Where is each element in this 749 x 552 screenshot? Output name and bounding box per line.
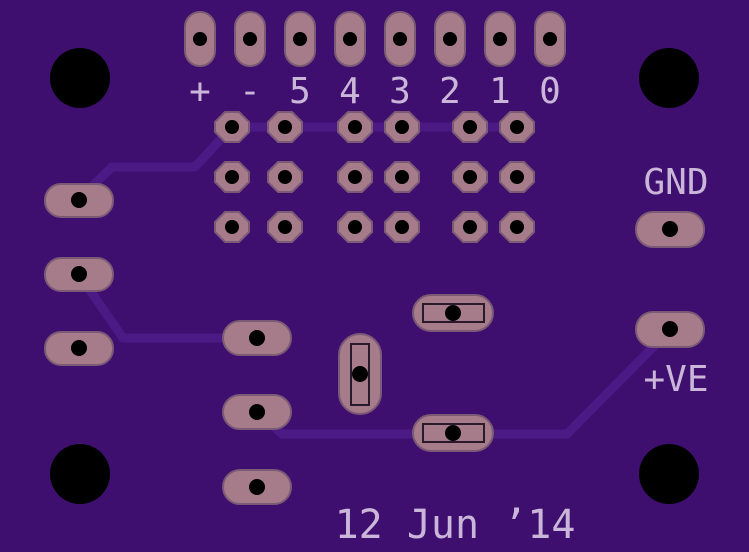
left-connector [44, 183, 114, 366]
via-pad [337, 211, 373, 243]
vertical-component-pad [338, 333, 382, 415]
via-pad [384, 111, 420, 143]
via-pad [337, 161, 373, 193]
header-label-3: 3 [389, 71, 411, 112]
mounting-holes [50, 48, 699, 504]
via-pad [452, 211, 488, 243]
via-pad [337, 111, 373, 143]
connector-pad [44, 331, 114, 366]
gnd-label: GND [643, 162, 708, 203]
via-pad [452, 161, 488, 193]
header-pads [184, 11, 566, 67]
power-connector [635, 211, 705, 348]
header-pad [334, 11, 366, 67]
via-pad [267, 211, 303, 243]
via-pad [214, 111, 250, 143]
header-label-1: 1 [489, 71, 511, 112]
via-pad [499, 111, 535, 143]
header-pad [234, 11, 266, 67]
via-pad [214, 211, 250, 243]
connector-pad [44, 257, 114, 292]
header-pad [534, 11, 566, 67]
header-pad [184, 11, 216, 67]
header-pad [284, 11, 316, 67]
connector-pad [222, 469, 292, 505]
mounting-hole [50, 444, 110, 504]
header-label-2: 2 [439, 71, 461, 112]
via-grid [214, 111, 535, 243]
date-label: 12 Jun ’14 [335, 502, 576, 548]
middle-connector [222, 320, 292, 505]
header-labels: + - 5 4 3 2 1 0 [189, 71, 561, 112]
connector-pad [44, 183, 114, 218]
horizontal-component-pad [412, 414, 494, 452]
mounting-hole [50, 48, 110, 108]
mounting-hole [639, 444, 699, 504]
via-pad [384, 211, 420, 243]
vcc-label: +VE [643, 359, 708, 400]
header-pad [484, 11, 516, 67]
component-pads [338, 294, 494, 452]
header-label-0: 0 [539, 71, 561, 112]
via-pad [452, 111, 488, 143]
via-pad [267, 161, 303, 193]
horizontal-component-pad [412, 294, 494, 332]
header-pad [384, 11, 416, 67]
via-pad [499, 161, 535, 193]
header-pad [434, 11, 466, 67]
vcc-pad [635, 311, 705, 348]
header-label-minus: - [239, 71, 261, 112]
gnd-pad [635, 211, 705, 248]
via-pad [267, 111, 303, 143]
connector-pad [222, 320, 292, 356]
header-label-4: 4 [339, 71, 361, 112]
via-pad [499, 211, 535, 243]
header-label-plus: + [189, 71, 211, 112]
via-pad [384, 161, 420, 193]
via-pad [214, 161, 250, 193]
connector-pad [222, 394, 292, 430]
mounting-hole [639, 48, 699, 108]
header-label-5: 5 [289, 71, 311, 112]
trace-left [73, 268, 263, 343]
